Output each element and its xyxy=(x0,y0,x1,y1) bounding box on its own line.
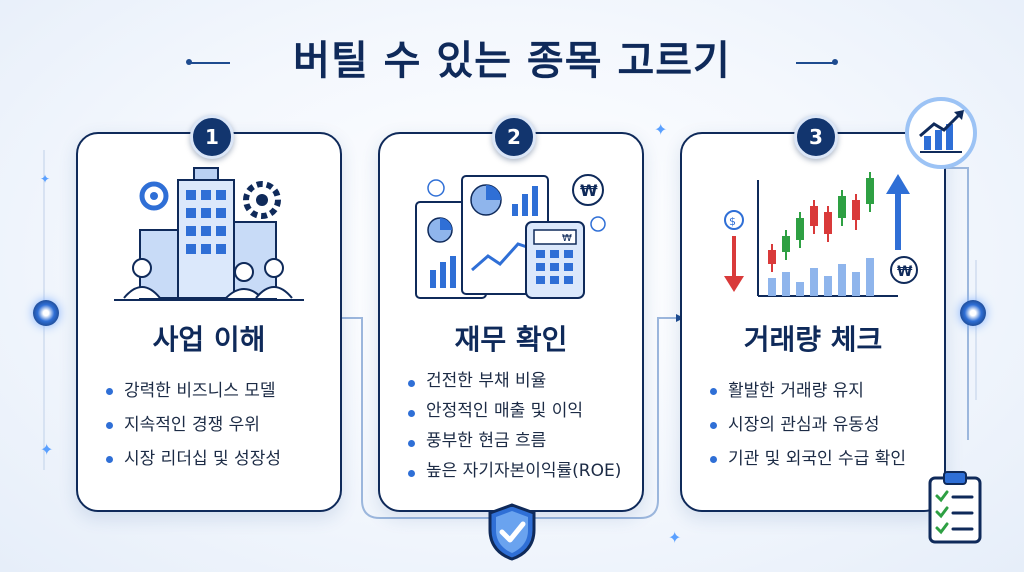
title-line-left xyxy=(190,62,230,64)
card-title: 재무 확인 xyxy=(454,323,568,356)
title-dot-left xyxy=(186,59,192,65)
step-number-badge: 1 xyxy=(190,115,234,159)
card-title: 사업 이해 xyxy=(152,323,266,356)
svg-text:₩: ₩ xyxy=(580,181,598,200)
list-item: 기관 및 외국인 수급 확인 xyxy=(708,442,906,476)
title-line-right xyxy=(796,62,836,64)
step-number-badge: 2 xyxy=(492,115,536,159)
svg-text:₩: ₩ xyxy=(897,264,913,280)
checklist-clipboard-icon xyxy=(928,471,982,544)
list-item: 시장의 관심과 유동성 xyxy=(708,408,906,442)
card-bullet-list: 활발한 거래량 유지 시장의 관심과 유동성 기관 및 외국인 수급 확인 xyxy=(708,374,906,476)
list-item: 강력한 비즈니스 모델 xyxy=(104,374,281,408)
card-bullet-list: 강력한 비즈니스 모델 지속적인 경쟁 우위 시장 리더십 및 성장성 xyxy=(104,374,281,476)
card-title: 거래량 체크 xyxy=(743,323,883,356)
list-item: 활발한 거래량 유지 xyxy=(708,374,906,408)
list-item: 지속적인 경쟁 우위 xyxy=(104,408,281,442)
svg-text:₩: ₩ xyxy=(562,233,572,244)
title-dot-right xyxy=(832,59,838,65)
step-number-badge: 3 xyxy=(794,115,838,159)
shield-check-icon xyxy=(488,503,536,561)
list-item: 시장 리더십 및 성장성 xyxy=(104,442,281,476)
growth-chart-icon xyxy=(905,97,977,169)
step-card-volume: 3 $ ₩ 거래량 체크 활발한 거래량 유지 시장의 관심과 유동성 기관 및… xyxy=(680,115,946,512)
candlestick-chart-icon: $ ₩ xyxy=(724,172,918,297)
step-card-finance: 2 ₩ ₩ 재무 확인 건전한 부채 비율 안정적인 매출 및 이익 풍부한 현… xyxy=(378,115,644,512)
list-item: 높은 자기자본이익률(ROE) xyxy=(406,456,621,486)
list-item: 건전한 부채 비율 xyxy=(406,366,621,396)
card-bullet-list: 건전한 부채 비율 안정적인 매출 및 이익 풍부한 현금 흐름 높은 자기자본… xyxy=(406,366,621,486)
list-item: 풍부한 현금 흐름 xyxy=(406,426,621,456)
sparkle-icon: ✦ xyxy=(40,440,54,459)
right-glow-node xyxy=(960,300,986,326)
sparkle-icon: ✦ xyxy=(40,172,51,186)
financial-documents-icon: ₩ ₩ xyxy=(415,174,606,299)
step-card-business: 1 사업 이해 강력한 비즈니스 모델 지속적인 경쟁 우위 시장 리더십 및 … xyxy=(76,115,342,512)
svg-text:$: $ xyxy=(729,215,736,228)
sparkle-icon: ✦ xyxy=(654,120,668,139)
page-title: 버틸 수 있는 종목 고르기 xyxy=(293,38,731,84)
sparkle-icon: ✦ xyxy=(668,528,682,547)
list-item: 안정적인 매출 및 이익 xyxy=(406,396,621,426)
business-building-icon xyxy=(114,167,304,301)
left-glow-node xyxy=(33,300,59,326)
